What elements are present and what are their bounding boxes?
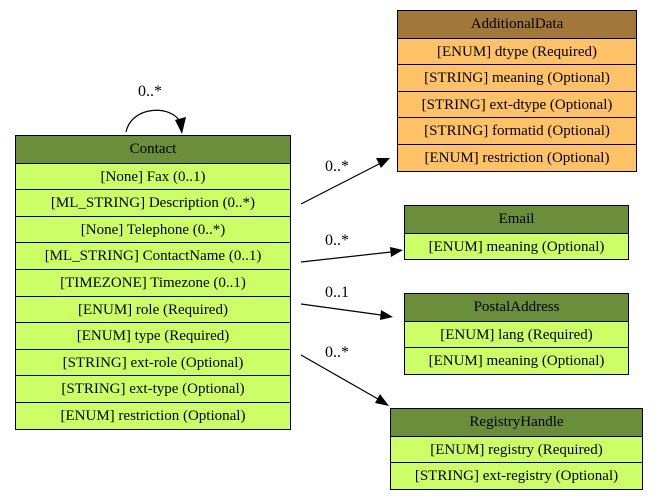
class-contact: Contact [None] Fax (0..1) [ML_STRING] De… bbox=[15, 135, 291, 430]
class-contact-attribute: [TIMEZONE] Timezone (0..1) bbox=[16, 268, 290, 296]
class-registry-handle: RegistryHandle [ENUM] registry (Required… bbox=[390, 408, 643, 490]
class-postal-address: PostalAddress [ENUM] lang (Required) [EN… bbox=[404, 293, 629, 375]
self-association-arrowhead bbox=[175, 117, 186, 134]
edge-postal-address-label: 0..1 bbox=[325, 284, 349, 301]
class-postal-address-attribute: [ENUM] meaning (Optional) bbox=[405, 347, 628, 374]
class-contact-attribute: [STRING] ext-role (Optional) bbox=[16, 348, 290, 376]
edge-postal-address-line bbox=[300, 303, 382, 316]
edge-email-label: 0..* bbox=[325, 232, 349, 249]
class-additional-data-attribute: [STRING] ext-dtype (Optional) bbox=[398, 90, 636, 118]
self-association-line bbox=[125, 109, 181, 133]
class-additional-data-attribute: [ENUM] restriction (Optional) bbox=[398, 143, 636, 171]
class-contact-attribute: [STRING] ext-type (Optional) bbox=[16, 375, 290, 402]
edge-additional-data-arrowhead bbox=[376, 158, 390, 168]
edge-postal-address-arrowhead bbox=[380, 310, 393, 320]
class-postal-address-title: PostalAddress bbox=[405, 294, 628, 321]
class-email-attribute: [ENUM] meaning (Optional) bbox=[405, 232, 628, 260]
edge-additional-data-label: 0..* bbox=[325, 158, 349, 175]
class-registry-handle-attribute: [STRING] ext-registry (Optional) bbox=[391, 462, 642, 489]
class-postal-address-attribute: [ENUM] lang (Required) bbox=[405, 320, 628, 348]
edge-email-arrowhead bbox=[390, 247, 403, 257]
class-contact-attribute: [ML_STRING] Description (0..*) bbox=[16, 189, 290, 216]
edge-registry-handle-arrowhead bbox=[375, 394, 389, 406]
class-email-title: Email bbox=[405, 206, 628, 233]
class-contact-attribute: [None] Telephone (0..*) bbox=[16, 215, 290, 243]
class-additional-data-attribute: [ENUM] dtype (Required) bbox=[398, 37, 636, 65]
class-contact-attribute: [ENUM] role (Required) bbox=[16, 295, 290, 323]
class-additional-data-attribute: [STRING] meaning (Optional) bbox=[398, 64, 636, 91]
class-contact-title: Contact bbox=[16, 136, 290, 163]
class-registry-handle-attribute: [ENUM] registry (Required) bbox=[391, 435, 642, 463]
edge-registry-handle-line bbox=[300, 354, 379, 400]
class-additional-data-attribute: [STRING] formatid (Optional) bbox=[398, 117, 636, 144]
edge-additional-data-line bbox=[300, 163, 380, 205]
class-additional-data-title: AdditionalData bbox=[398, 11, 636, 38]
class-registry-handle-title: RegistryHandle bbox=[391, 409, 642, 436]
class-contact-attribute: [ENUM] type (Required) bbox=[16, 322, 290, 349]
class-email: Email [ENUM] meaning (Optional) bbox=[404, 205, 629, 261]
class-additional-data: AdditionalData [ENUM] dtype (Required) [… bbox=[397, 10, 637, 172]
class-contact-attribute: [None] Fax (0..1) bbox=[16, 162, 290, 190]
class-contact-attribute: [ENUM] restriction (Optional) bbox=[16, 401, 290, 429]
class-contact-attribute: [ML_STRING] ContactName (0..1) bbox=[16, 242, 290, 269]
edge-registry-handle-label: 0..* bbox=[325, 344, 349, 361]
edge-email-line bbox=[300, 251, 392, 263]
self-association-label: 0..* bbox=[138, 83, 162, 100]
